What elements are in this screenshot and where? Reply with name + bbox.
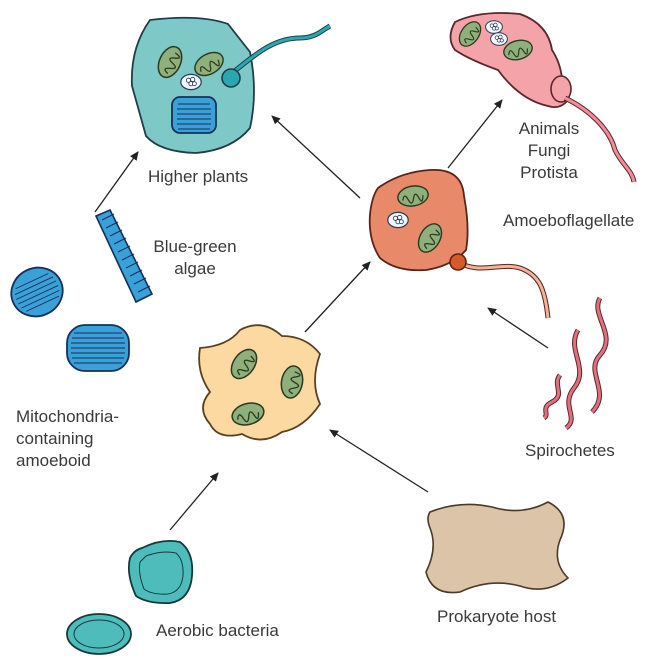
label-animals: Animals xyxy=(504,118,594,139)
label-mito-2: containing xyxy=(16,428,94,449)
label-blue-green-2: algae xyxy=(150,258,240,279)
label-aerobic-bacteria: Aerobic bacteria xyxy=(156,620,279,641)
prokaryote-host xyxy=(426,502,568,593)
label-spirochetes: Spirochetes xyxy=(525,440,615,461)
label-blue-green-1: Blue-green xyxy=(150,236,240,257)
label-fungi: Fungi xyxy=(504,140,594,161)
label-mito-3: amoeboid xyxy=(16,450,91,471)
arrow-aerobic-to-amoeboid xyxy=(170,473,218,530)
arrow-amoeboflagellate-to-animals xyxy=(448,100,502,168)
amoeboflagellate-cell xyxy=(370,170,548,318)
arrow-algae-to-plants xyxy=(95,152,138,212)
label-higher-plants: Higher plants xyxy=(148,166,248,187)
label-amoeboflagellate: Amoeboflagellate xyxy=(503,210,634,231)
arrow-prokaryote-to-amoeboid xyxy=(330,430,428,492)
label-mito-1: Mitochondria- xyxy=(16,406,119,427)
label-protista: Protista xyxy=(504,162,594,183)
higher-plant-cell xyxy=(132,18,330,153)
amoeboid-cell xyxy=(199,325,320,439)
arrows xyxy=(95,100,548,530)
label-prokaryote-host: Prokaryote host xyxy=(437,606,556,627)
arrow-spirochetes-to-amoeboflagellate xyxy=(488,308,548,348)
arrow-amoeboflagellate-to-plants xyxy=(272,116,360,198)
spirochetes xyxy=(544,298,606,428)
arrow-amoeboid-to-amoeboflagellate xyxy=(305,262,370,332)
blue-green-algae xyxy=(3,210,152,371)
